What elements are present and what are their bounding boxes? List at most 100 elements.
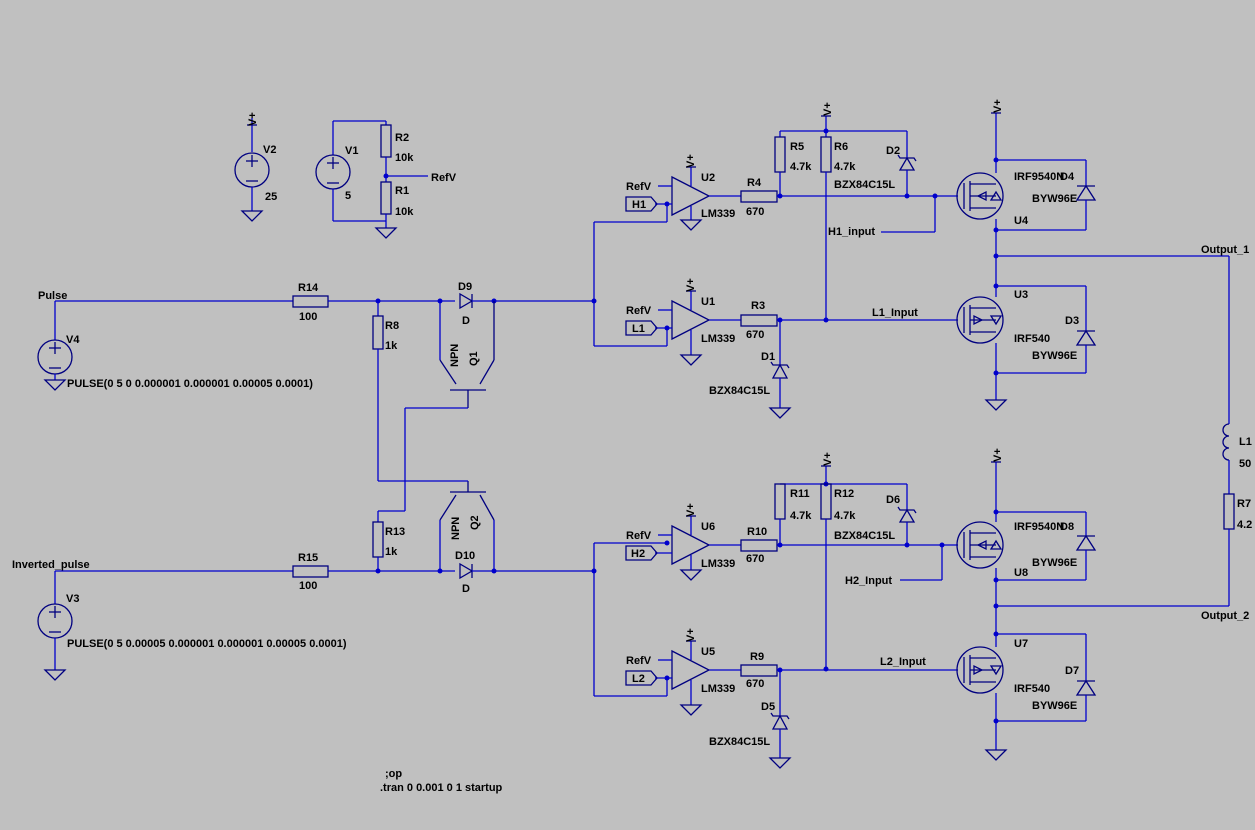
r3-label: R3 bbox=[751, 300, 765, 312]
d2-label: D2 bbox=[886, 145, 900, 157]
u1-ref-label: RefV bbox=[626, 305, 652, 317]
resistor-r11[interactable] bbox=[774, 483, 786, 545]
v4-label: V4 bbox=[66, 334, 80, 346]
u6-input-port bbox=[625, 545, 658, 561]
resistor-r10[interactable] bbox=[740, 539, 958, 552]
mosfet-u3[interactable] bbox=[956, 256, 1008, 411]
transistor-q2[interactable] bbox=[439, 480, 495, 571]
u2-ref-label: RefV bbox=[626, 181, 652, 193]
l1-label: L1 bbox=[1239, 436, 1252, 448]
r14-value: 100 bbox=[299, 311, 317, 323]
mosfet-u7[interactable] bbox=[956, 606, 1008, 761]
mosfet-u8[interactable] bbox=[956, 462, 1004, 606]
u5-ref-label: RefV bbox=[626, 655, 652, 667]
mosfet-u4[interactable] bbox=[940, 113, 1004, 256]
resistor-r15[interactable] bbox=[292, 565, 329, 578]
vplus-u8: V+ bbox=[992, 448, 1004, 462]
d4-model: BYW96E bbox=[1032, 193, 1077, 205]
resistor-r12[interactable] bbox=[820, 483, 832, 669]
source-v4[interactable] bbox=[37, 300, 293, 391]
comparator-u6[interactable] bbox=[655, 515, 741, 581]
d1-model: BZX84C15L bbox=[709, 385, 770, 397]
d10-label: D10 bbox=[455, 550, 475, 562]
r8-label: R8 bbox=[385, 320, 399, 332]
resistor-r13[interactable] bbox=[372, 510, 405, 571]
h1-net-label: H1_input bbox=[828, 226, 875, 238]
zener-d1[interactable] bbox=[768, 320, 792, 419]
r9-value: 670 bbox=[746, 678, 764, 690]
r4-label: R4 bbox=[747, 177, 762, 189]
r10-value: 670 bbox=[746, 553, 764, 565]
d2-model: BZX84C15L bbox=[834, 179, 895, 191]
comparator-u2[interactable] bbox=[655, 166, 741, 231]
r2-value: 10k bbox=[395, 152, 414, 164]
comparator-u1[interactable] bbox=[655, 290, 741, 366]
zener-d5[interactable] bbox=[768, 670, 792, 769]
u3-model: IRF540 bbox=[1014, 333, 1050, 345]
q2-label: Q2 bbox=[469, 515, 481, 530]
vplus-top1: V+ bbox=[822, 102, 834, 116]
d3-label: D3 bbox=[1065, 315, 1079, 327]
resistor-r8[interactable] bbox=[372, 301, 441, 482]
d8-model: BYW96E bbox=[1032, 557, 1077, 569]
r11-label: R11 bbox=[790, 488, 810, 500]
u7-model: IRF540 bbox=[1014, 683, 1050, 695]
v2-label: V2 bbox=[263, 144, 276, 156]
flyback-d4[interactable] bbox=[996, 159, 1097, 231]
u6-model: LM339 bbox=[701, 558, 735, 570]
u1-input-label: L1 bbox=[632, 323, 645, 335]
d6-label: D6 bbox=[886, 494, 900, 506]
u4-label: U4 bbox=[1014, 215, 1029, 227]
zener-d2[interactable] bbox=[897, 131, 917, 196]
r3-value: 670 bbox=[746, 329, 764, 341]
source-v3[interactable] bbox=[37, 570, 293, 681]
resistor-r6[interactable] bbox=[820, 131, 832, 321]
v3-label: V3 bbox=[66, 593, 79, 605]
inductor-l1[interactable] bbox=[1222, 256, 1230, 494]
resistor-r3[interactable] bbox=[740, 314, 958, 327]
v1-value: 5 bbox=[345, 190, 351, 202]
pulse-net-label: Pulse bbox=[38, 290, 67, 302]
source-v2[interactable] bbox=[234, 118, 270, 222]
u5-model: LM339 bbox=[701, 683, 735, 695]
vplus-top2: V+ bbox=[822, 452, 834, 466]
resistor-r1[interactable] bbox=[374, 181, 398, 239]
u1-label: U1 bbox=[701, 296, 715, 308]
u6-ref-label: RefV bbox=[626, 530, 652, 542]
source-v1[interactable] bbox=[315, 120, 386, 222]
flyback-d7[interactable] bbox=[996, 633, 1097, 722]
inverted-pulse-net-label: Inverted_pulse bbox=[12, 559, 90, 571]
comparator-u5[interactable] bbox=[655, 640, 741, 716]
op-directive[interactable]: ;op bbox=[385, 768, 402, 780]
resistor-r9[interactable] bbox=[740, 664, 958, 677]
v3-value: PULSE(0 5 0.00005 0.000001 0.000001 0.00… bbox=[67, 638, 347, 650]
resistor-r14[interactable] bbox=[292, 295, 329, 308]
diode-d10[interactable] bbox=[459, 562, 594, 580]
r1-value: 10k bbox=[395, 206, 414, 218]
flyback-d8[interactable] bbox=[996, 511, 1097, 581]
d9-value: D bbox=[462, 315, 470, 327]
u2-model: LM339 bbox=[701, 208, 735, 220]
r14-label: R14 bbox=[298, 282, 319, 294]
diode-d9[interactable] bbox=[459, 292, 594, 310]
u3-label: U3 bbox=[1014, 289, 1028, 301]
resistor-r4[interactable] bbox=[740, 190, 940, 203]
r7-value: 4.2 bbox=[1237, 519, 1252, 531]
tran-directive[interactable]: .tran 0 0.001 0 1 startup bbox=[380, 782, 503, 794]
resistor-r5[interactable] bbox=[774, 131, 786, 196]
u6-vplus: V+ bbox=[685, 503, 697, 517]
transistor-q1[interactable] bbox=[404, 301, 495, 511]
r12-value: 4.7k bbox=[834, 510, 856, 522]
r13-value: 1k bbox=[385, 546, 398, 558]
h2-net-label: H2_Input bbox=[845, 575, 892, 587]
resistor-r7[interactable] bbox=[1223, 493, 1235, 606]
r8-value: 1k bbox=[385, 340, 398, 352]
resistor-r2[interactable] bbox=[380, 121, 392, 182]
zener-d6[interactable] bbox=[897, 484, 917, 545]
u1-vplus: V+ bbox=[685, 278, 697, 292]
d9-label: D9 bbox=[458, 281, 472, 293]
r5-value: 4.7k bbox=[790, 161, 812, 173]
r6-value: 4.7k bbox=[834, 161, 856, 173]
flyback-d3[interactable] bbox=[996, 285, 1097, 374]
